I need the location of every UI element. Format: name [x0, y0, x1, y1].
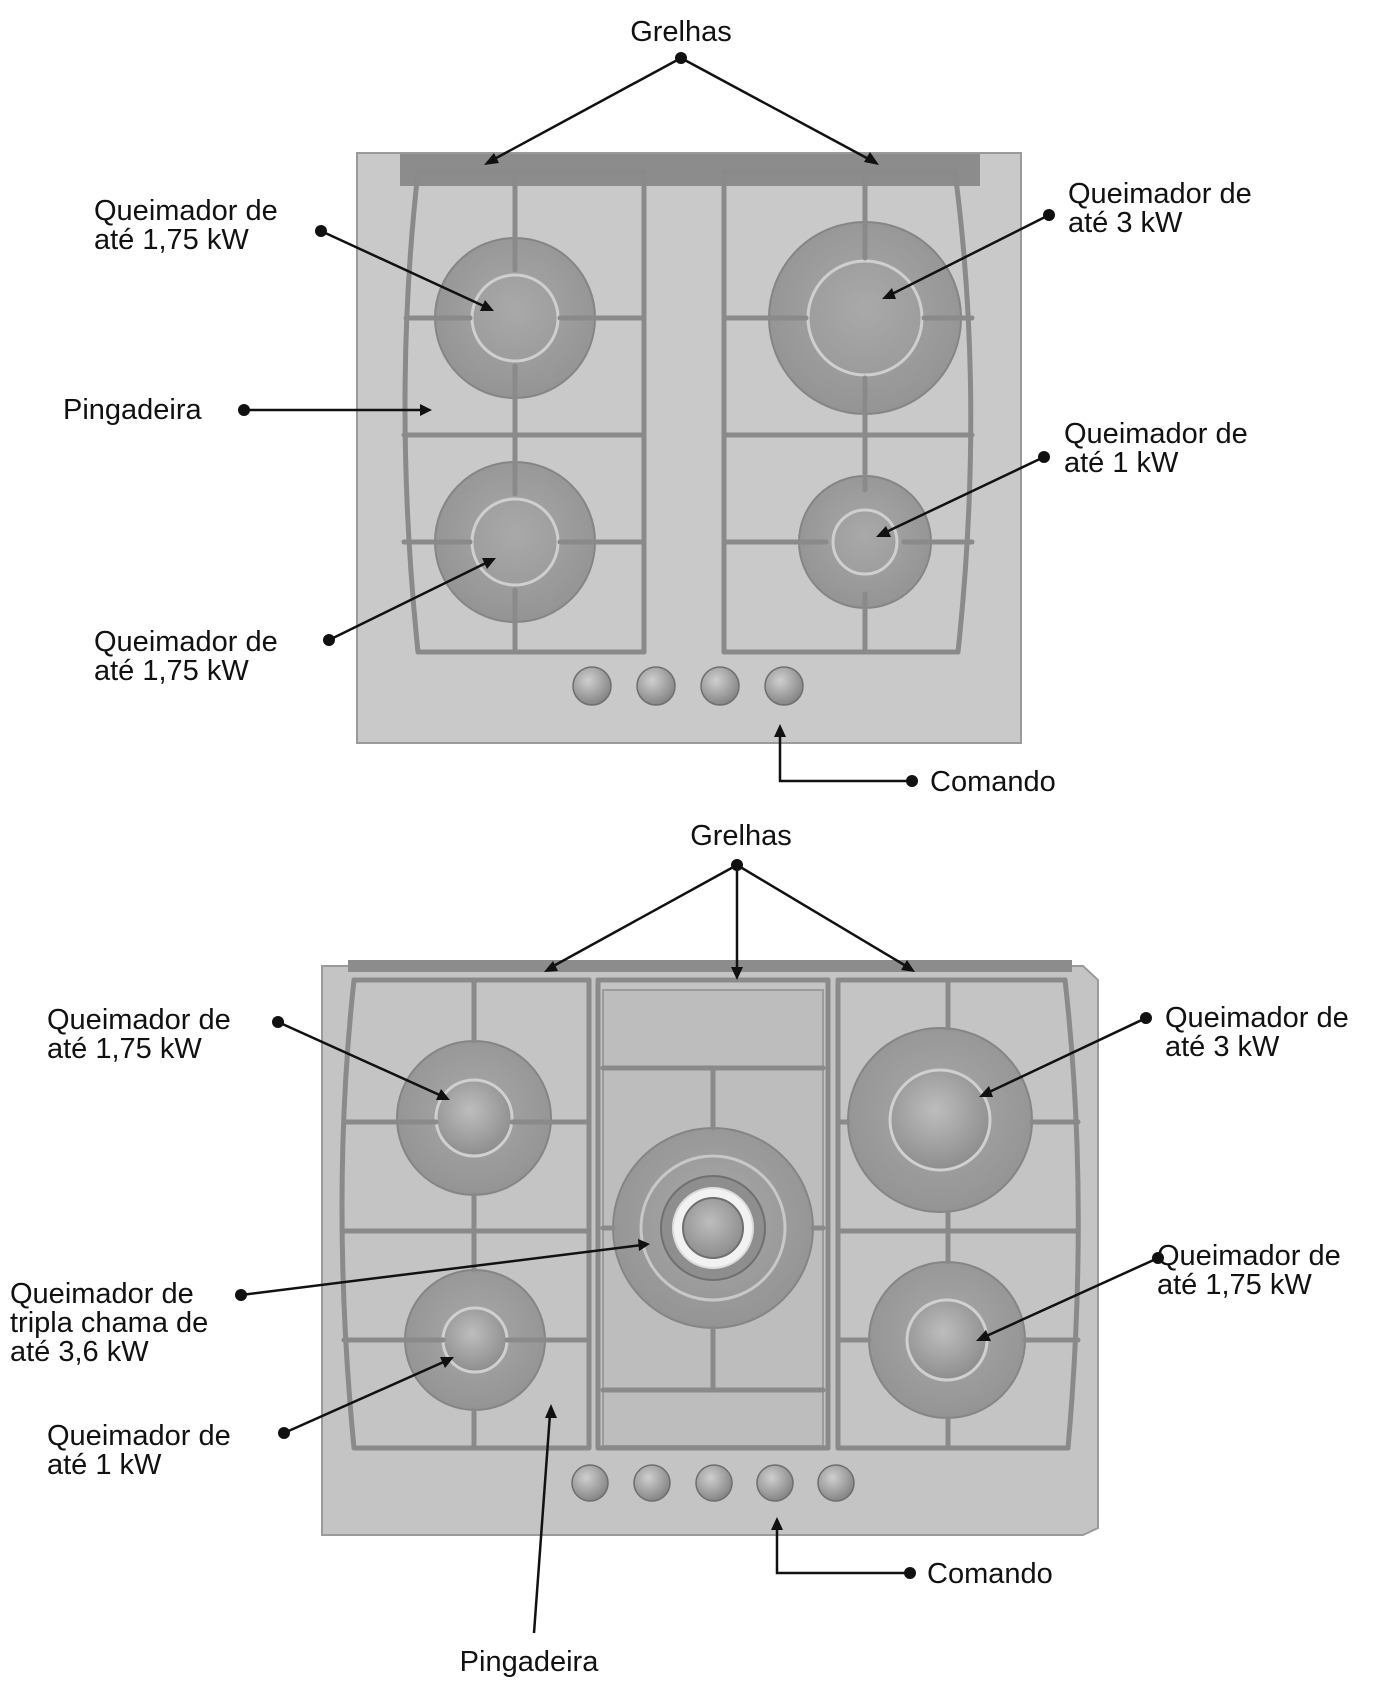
cooktop-1: [356, 152, 1022, 744]
cooktop-1-callouts: Grelhas Queimador de até 1,75 kW Queimad…: [63, 16, 1260, 798]
knob: [764, 666, 804, 706]
label-burner-top-right-1: Queimador de até 3 kW: [1068, 178, 1260, 239]
label-burner-bottom-right-2: Queimador de até 1,75 kW: [1157, 1240, 1349, 1301]
cooktop-1-control-knobs: [572, 666, 804, 706]
label-burner-top-right-2: Queimador de até 3 kW: [1165, 1002, 1357, 1063]
cooktop-2-back-rail: [348, 960, 1072, 972]
cooktop-2-grate-center: [595, 977, 831, 1451]
label-control-2: Comando: [927, 1558, 1053, 1590]
cooktop-2-burner-top-left: [396, 1040, 552, 1196]
label-control-1: Comando: [930, 766, 1056, 798]
label-burner-top-left-1: Queimador de até 1,75 kW: [94, 195, 286, 256]
cooktop-2-burner-bottom-right: [868, 1261, 1026, 1419]
knob: [756, 1464, 794, 1502]
label-burner-bottom-left-1: Queimador de até 1,75 kW: [94, 626, 286, 687]
cooktop-2-burner-triple: [612, 1127, 814, 1329]
knob: [700, 666, 740, 706]
cooktop-1-grate-right: [721, 169, 975, 655]
cooktop-2-control-knobs: [571, 1464, 855, 1502]
knob: [817, 1464, 855, 1502]
label-grates-1: Grelhas: [630, 16, 732, 48]
knob: [633, 1464, 671, 1502]
knob: [695, 1464, 733, 1502]
cooktop-2-callouts: Grelhas Queimador de até 1,75 kW Queimad…: [10, 820, 1357, 1678]
knob: [572, 666, 612, 706]
cooktop-2: [321, 960, 1099, 1536]
label-drip-tray-1: Pingadeira: [63, 394, 203, 426]
knob: [636, 666, 676, 706]
label-burner-bottom-left-2: Queimador de até 1 kW: [47, 1420, 239, 1481]
label-burner-bottom-right-1: Queimador de até 1 kW: [1064, 418, 1256, 479]
label-burner-top-left-2: Queimador de até 1,75 kW: [47, 1004, 239, 1065]
label-drip-tray-2: Pingadeira: [460, 1646, 600, 1678]
cooktop-1-grate-left: [401, 169, 647, 655]
cooktop-2-burner-top-right: [847, 1027, 1033, 1213]
label-burner-triple-2: Queimador de tripla chama de até 3,6 kW: [10, 1278, 216, 1368]
label-grates-2: Grelhas: [690, 820, 792, 852]
knob: [571, 1464, 609, 1502]
cooktop-2-grate-left: [339, 977, 592, 1451]
cooktop-2-grate-right: [835, 977, 1081, 1451]
